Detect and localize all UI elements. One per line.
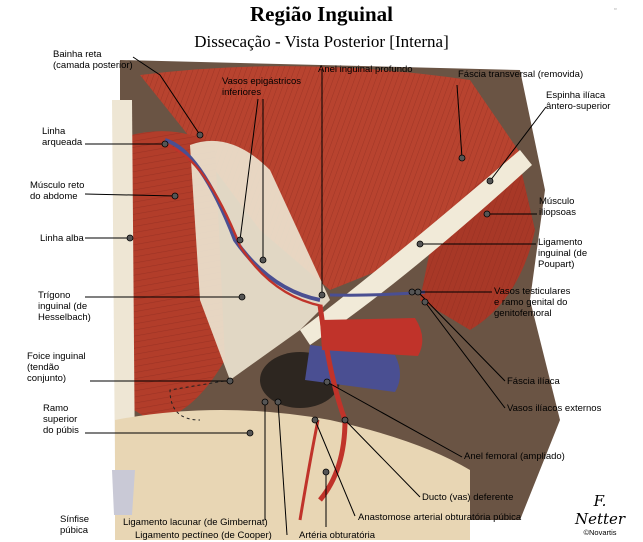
label-linha-alba: Linha alba xyxy=(40,233,84,244)
page-title: Região Inguinal xyxy=(250,2,393,26)
label-anel-femoral: Anel femoral (ampliado) xyxy=(464,451,565,462)
label-anastomose: Anastomose arterial obturatória púbica xyxy=(358,512,522,523)
label-arteria-obturatoria: Artéria obturatória xyxy=(299,530,376,541)
label-linha-arqueada: Linha arqueada xyxy=(42,126,83,148)
label-trigono: Trígono inguinal (de Hesselbach) xyxy=(38,290,91,323)
pubic-bone xyxy=(115,410,470,540)
label-vasos-epigastricos: Vasos epigástricos inferiores xyxy=(222,76,302,98)
inferior-epigastric-vessels xyxy=(164,138,321,302)
obturator-artery xyxy=(298,419,320,521)
label-fascia-iliaca: Fáscia ilíaca xyxy=(507,376,560,387)
signature-text: F. Netter xyxy=(574,492,626,528)
label-vasos-testiculares: Vasos testiculares e ramo genital do gen… xyxy=(494,286,571,319)
linea-alba xyxy=(112,100,135,470)
label-ducto-deferente: Ducto (vas) deferente xyxy=(422,492,514,503)
label-ramo-superior: Ramo superior do púbis xyxy=(43,403,79,436)
label-anel-inguinal: Anel inguinal profundo xyxy=(318,64,413,75)
label-vasos-iliacos: Vasos ilíacos externos xyxy=(507,403,602,414)
label-foice-inguinal: Foice inguinal (tendão conjunto) xyxy=(27,351,86,384)
label-lig-lacunar: Ligamento lacunar (de Gimbernat) xyxy=(123,517,268,528)
label-lig-pectineo: Ligamento pectíneo (de Cooper) xyxy=(135,530,272,541)
leader-dots xyxy=(126,131,494,476)
label-ligamento-inguinal: Ligamento inguinal (de Poupart) xyxy=(538,237,588,270)
pubic-symphysis xyxy=(112,470,135,515)
label-bainha-reta: Bainha reta (camada posterior) xyxy=(53,49,133,71)
external-iliac-artery xyxy=(320,318,423,356)
corner-mark: ▫ xyxy=(614,6,617,13)
artist-signature: F. Netter ©Novartis xyxy=(570,492,630,537)
label-sinfise: Sínfise púbica xyxy=(60,514,90,536)
label-espinha-iliaca: Espinha ilíaca ântero-superior xyxy=(546,90,611,112)
label-fascia-transversal: Fáscia transversal (removida) xyxy=(458,69,584,80)
label-iliopsoas: Músculo iliopsoas xyxy=(539,196,576,218)
label-musculo-reto: Músculo reto do abdome xyxy=(30,180,85,202)
page-subtitle: Dissecação - Vista Posterior [Interna] xyxy=(194,32,449,51)
leader-lines xyxy=(84,56,547,536)
copyright-text: ©Novartis xyxy=(583,528,617,537)
